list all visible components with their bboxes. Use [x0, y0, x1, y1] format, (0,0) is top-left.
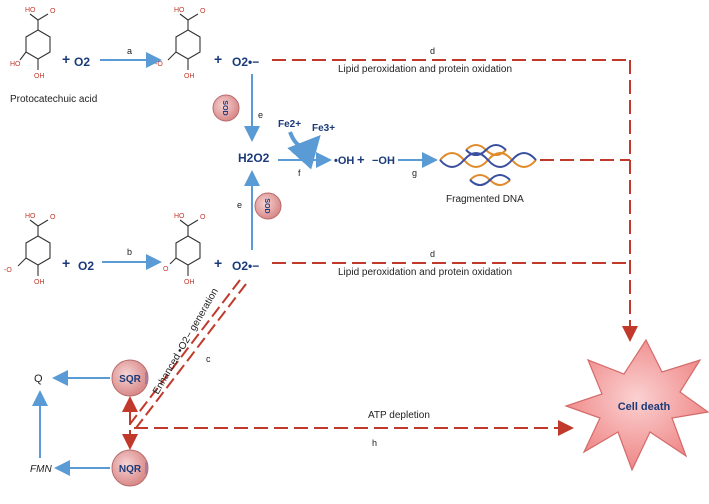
fe-cycle-arrow: [287, 131, 321, 170]
label-b: b: [127, 247, 132, 257]
label-d-bottom: d: [430, 249, 435, 259]
atom-ho: HO: [174, 7, 185, 14]
label-e-bottom: e: [237, 200, 242, 210]
sod-top-label: SOD: [221, 100, 228, 115]
protocatechuic-acid-structure-b: [17, 219, 51, 276]
q-product: Q: [34, 373, 43, 385]
atom-minus-o: -O: [4, 267, 12, 274]
quinone-structure: [169, 219, 201, 276]
plus-sign: +: [62, 255, 70, 271]
h2o2: H2O2: [238, 151, 270, 165]
protocatechuic-acid-label: Protocatechuic acid: [10, 94, 97, 105]
hydroxide-anion: −OH: [372, 155, 395, 167]
atom-oh: OH: [184, 279, 195, 286]
nqr-enzyme: [111, 449, 149, 487]
plus-sign: +: [214, 255, 222, 271]
atom-ho: HO: [174, 213, 185, 220]
fmn-product: FMN: [30, 464, 52, 475]
fe2-label: Fe2+: [278, 119, 301, 130]
plus-sign: +: [214, 51, 222, 67]
sod-bottom-label: SOD: [263, 198, 270, 213]
lipid-peroxidation-top: Lipid peroxidation and protein oxidation: [338, 64, 512, 75]
dashed-path-c: [129, 279, 241, 425]
fragmented-dna-label: Fragmented DNA: [446, 194, 524, 205]
o2-a: O2: [74, 55, 90, 69]
atom-o: O: [163, 266, 169, 273]
enhanced-generation-label: Enhanced •O2− generation: [151, 287, 221, 397]
lipid-peroxidation-bottom: Lipid peroxidation and protein oxidation: [338, 267, 512, 278]
atom-oh: OH: [184, 73, 195, 80]
label-g: g: [412, 168, 417, 178]
label-a: a: [127, 46, 132, 56]
nqr-label: NQR: [119, 464, 142, 475]
atom-o: O: [50, 8, 56, 15]
atom-o: O: [200, 8, 206, 15]
protocatechuic-acid-structure: [19, 13, 51, 70]
superoxide-top: O2•−: [232, 55, 259, 69]
atom-minus-o: -O: [155, 61, 163, 68]
label-d-top: d: [430, 46, 435, 56]
label-c: c: [206, 354, 211, 364]
dna-fragments-image: [439, 144, 537, 186]
label-f: f: [298, 168, 301, 178]
atom-ho: HO: [25, 213, 36, 220]
atom-ho: HO: [10, 61, 21, 68]
atom-oh: OH: [34, 73, 45, 80]
atom-ho: HO: [25, 7, 36, 14]
atom-o: O: [200, 214, 206, 221]
superoxide-bottom: O2•−: [232, 259, 259, 273]
plus-sign: +: [357, 152, 365, 167]
o2-b: O2: [78, 259, 94, 273]
dashed-path-c-inner: [135, 283, 247, 429]
label-e-top: e: [258, 110, 263, 120]
atom-oh: OH: [34, 279, 45, 286]
cell-death-label: Cell death: [618, 401, 671, 413]
hydroxyl-radical: •OH: [334, 155, 354, 167]
semiquinone-structure-top: [167, 13, 201, 70]
atom-o: O: [50, 214, 56, 221]
fe3-label: Fe3+: [312, 123, 335, 134]
sod-bottom-enzyme: [254, 192, 282, 220]
sod-top-enzyme: [212, 94, 240, 122]
sqr-label: SQR: [119, 374, 141, 385]
cell-death-burst: [564, 338, 709, 472]
plus-sign: +: [62, 51, 70, 67]
atp-depletion-label: ATP depletion: [368, 410, 430, 421]
label-h: h: [372, 438, 377, 448]
